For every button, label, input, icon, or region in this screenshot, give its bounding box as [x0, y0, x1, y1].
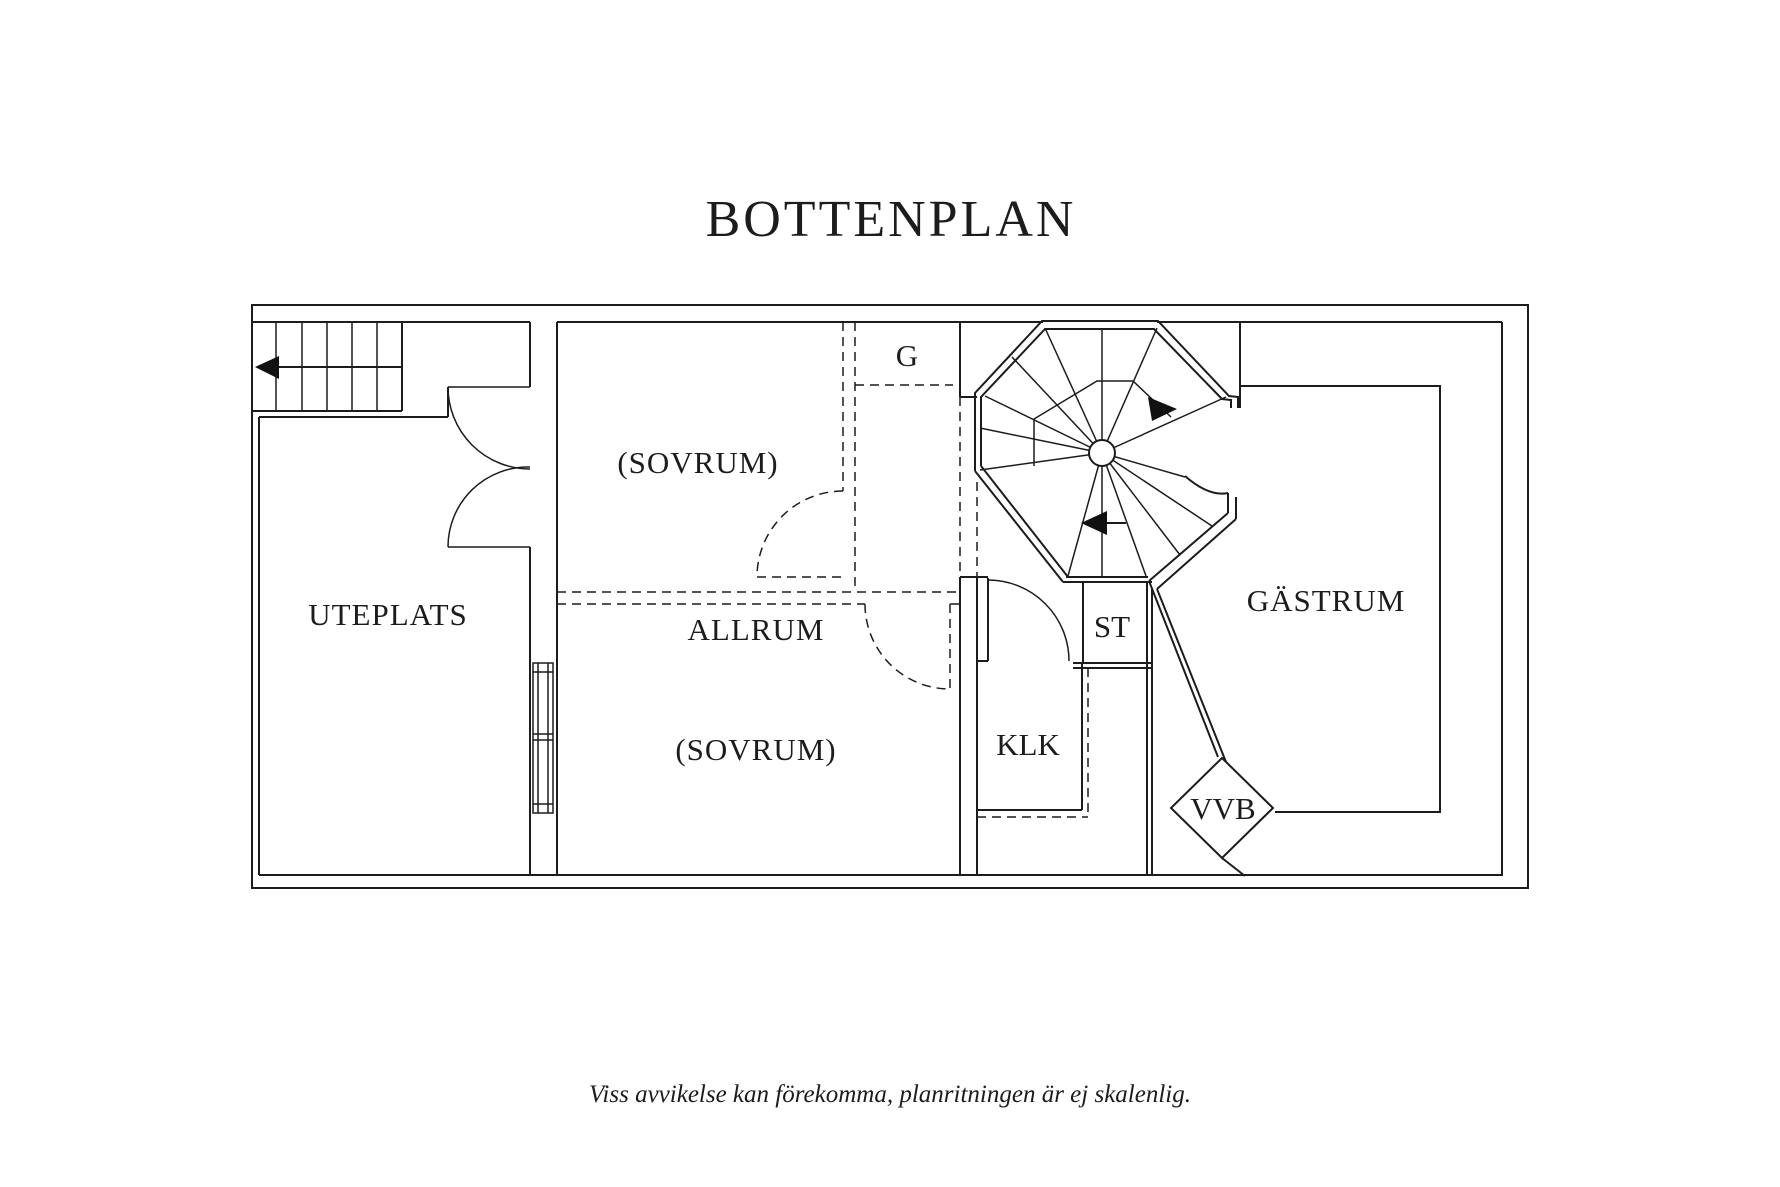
room-label-garderob: G — [896, 338, 918, 373]
interior-walls — [556, 322, 989, 875]
klk-door — [987, 579, 1070, 662]
room-label-gastrum: GÄSTRUM — [1247, 583, 1406, 618]
stair-up-arrow-icon — [255, 356, 279, 379]
spiral-stair-down-arrow-icon — [1081, 511, 1107, 535]
st-closet — [1073, 581, 1153, 875]
room-label-st: ST — [1094, 609, 1130, 644]
vvb-tank — [1169, 756, 1275, 877]
room-label-uteplats: UTEPLATS — [308, 597, 468, 632]
room-label-allrum: ALLRUM — [688, 612, 825, 647]
exterior-walls — [251, 304, 1529, 889]
klk-inner-lines — [977, 663, 1083, 811]
french-doors — [447, 322, 531, 875]
footer-disclaimer: Viss avvikelse kan förekomma, planritnin… — [589, 1081, 1191, 1108]
spiral-stair-up-arrow-icon — [1148, 397, 1177, 421]
dashed-partitions — [557, 322, 1089, 818]
room-label-klk: KLK — [996, 727, 1060, 762]
page-title: BOTTENPLAN — [706, 191, 1077, 248]
gastrum-walls — [1239, 322, 1441, 813]
spiral-staircase — [974, 320, 1239, 763]
room-label-sovrum-lower: (SOVRUM) — [675, 732, 836, 767]
room-label-vvb: VVB — [1190, 791, 1255, 826]
straight-staircase — [253, 322, 449, 418]
room-label-sovrum-upper: (SOVRUM) — [617, 445, 778, 480]
window — [532, 662, 554, 814]
